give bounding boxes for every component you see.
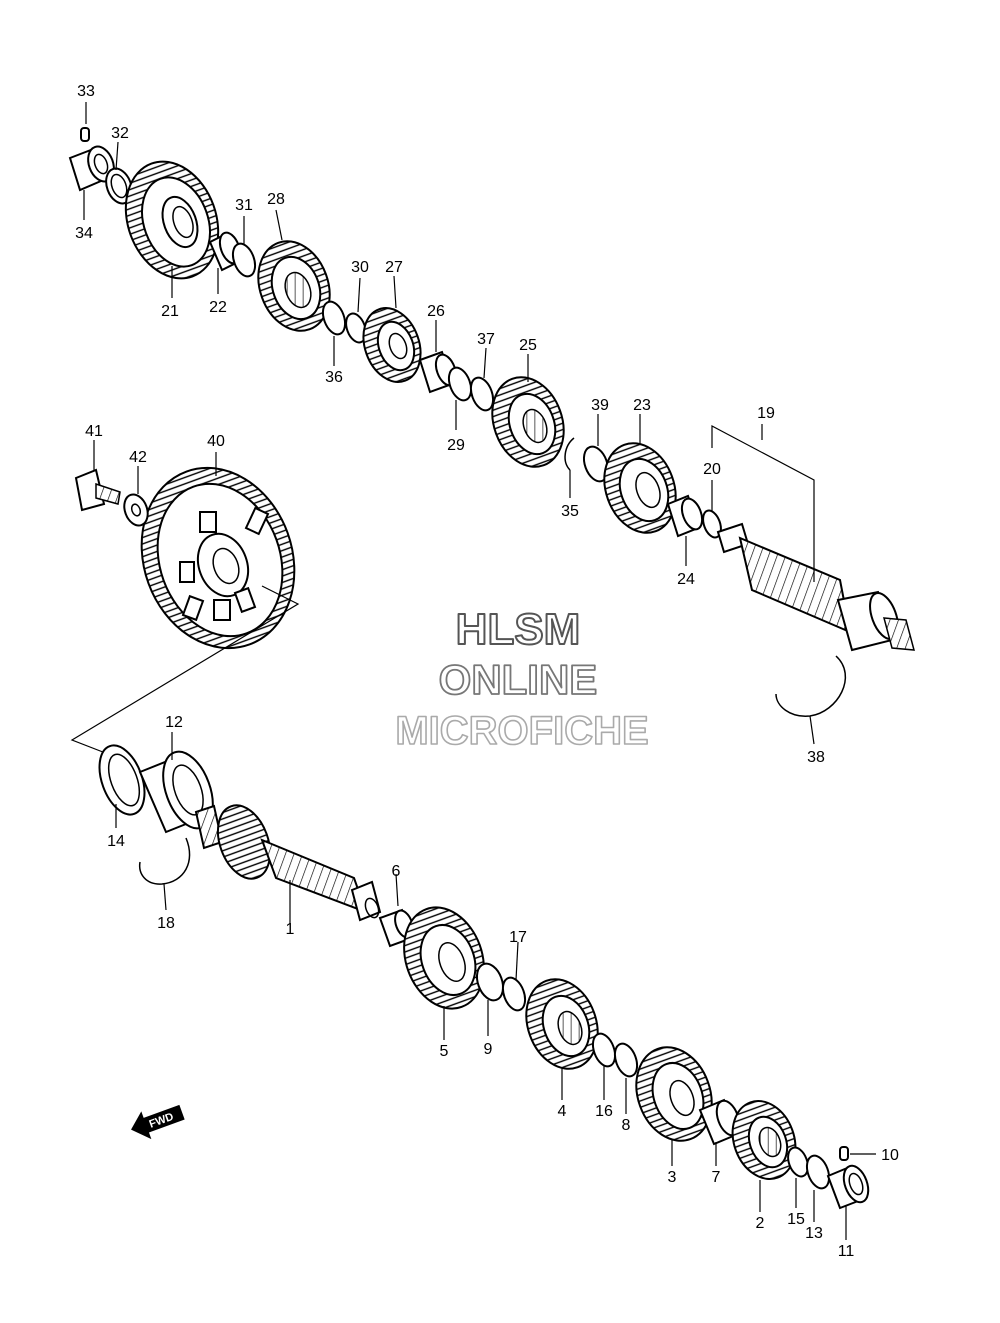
upper-shaft-assembly xyxy=(68,127,916,717)
watermark-line-3: MICROFICHE xyxy=(395,709,648,753)
part-35-circlip[interactable] xyxy=(564,437,575,471)
callout-23[interactable]: 23 xyxy=(633,397,651,414)
callout-34[interactable]: 34 xyxy=(75,225,93,242)
part-41-bolt[interactable] xyxy=(74,468,121,512)
callout-29[interactable]: 29 xyxy=(447,437,465,454)
part-38-circlip[interactable] xyxy=(775,655,847,717)
callout-39[interactable]: 39 xyxy=(591,397,609,414)
part-37-circlip[interactable] xyxy=(467,375,497,414)
callout-21[interactable]: 21 xyxy=(161,303,179,320)
part-39-washer[interactable] xyxy=(580,443,613,484)
callout-2[interactable]: 2 xyxy=(756,1215,765,1232)
part-31-circlip[interactable] xyxy=(229,241,259,280)
part-19-shaft[interactable] xyxy=(716,522,916,652)
watermark-line-2: ONLINE xyxy=(439,656,598,703)
part-36-circlip[interactable] xyxy=(319,299,349,338)
callout-5[interactable]: 5 xyxy=(440,1043,449,1060)
callout-30[interactable]: 30 xyxy=(351,259,369,276)
callout-36[interactable]: 36 xyxy=(325,369,343,386)
part-1-main-shaft[interactable] xyxy=(194,798,382,922)
callout-25[interactable]: 25 xyxy=(519,337,537,354)
callout-38[interactable]: 38 xyxy=(807,749,825,766)
assembly-reference-line xyxy=(70,585,300,755)
callout-15[interactable]: 15 xyxy=(787,1211,805,1228)
part-15-circlip[interactable] xyxy=(784,1145,811,1179)
callout-7[interactable]: 7 xyxy=(712,1169,721,1186)
callout-10[interactable]: 10 xyxy=(881,1147,899,1164)
callout-3[interactable]: 3 xyxy=(668,1169,677,1186)
part-20-washer[interactable] xyxy=(700,508,725,540)
callout-18[interactable]: 18 xyxy=(157,915,175,932)
callout-27[interactable]: 27 xyxy=(385,259,403,276)
callout-numbers: 33 32 34 21 22 31 28 36 30 27 26 29 37 2… xyxy=(75,83,899,1260)
part-2-gear[interactable] xyxy=(722,1092,806,1188)
callout-31[interactable]: 31 xyxy=(235,197,253,214)
callout-14[interactable]: 14 xyxy=(107,833,125,850)
part-18-circlip[interactable] xyxy=(138,837,191,885)
part-5-gear[interactable] xyxy=(391,896,498,1020)
callout-6[interactable]: 6 xyxy=(392,863,401,880)
callout-1[interactable]: 1 xyxy=(286,921,295,938)
part-10-pin[interactable] xyxy=(839,1146,849,1161)
callout-22[interactable]: 22 xyxy=(209,299,227,316)
part-28-gear[interactable] xyxy=(246,231,341,341)
callout-42[interactable]: 42 xyxy=(129,449,147,466)
lower-shaft-assembly xyxy=(91,739,873,1210)
part-42-washer[interactable] xyxy=(120,491,152,529)
callout-13[interactable]: 13 xyxy=(805,1225,823,1242)
callout-26[interactable]: 26 xyxy=(427,303,445,320)
callout-4[interactable]: 4 xyxy=(558,1103,567,1120)
part-12-bearing[interactable] xyxy=(138,745,222,835)
leader-lines xyxy=(83,102,876,1240)
callout-20[interactable]: 20 xyxy=(703,461,721,478)
callout-24[interactable]: 24 xyxy=(677,571,695,588)
callout-33[interactable]: 33 xyxy=(77,83,95,100)
part-29-washer[interactable] xyxy=(445,365,475,404)
callout-9[interactable]: 9 xyxy=(484,1041,493,1058)
callout-12[interactable]: 12 xyxy=(165,714,183,731)
callout-17[interactable]: 17 xyxy=(509,929,527,946)
callout-35[interactable]: 35 xyxy=(561,503,579,520)
part-11-bearing[interactable] xyxy=(826,1162,873,1210)
callout-41[interactable]: 41 xyxy=(85,423,103,440)
callout-40[interactable]: 40 xyxy=(207,433,225,450)
part-27-gear[interactable] xyxy=(354,300,431,390)
callout-16[interactable]: 16 xyxy=(595,1103,613,1120)
part-33-pin[interactable] xyxy=(80,127,90,142)
part-16-circlip[interactable] xyxy=(589,1031,619,1070)
part-25-gear[interactable] xyxy=(480,367,575,477)
part-21-gear[interactable] xyxy=(110,149,234,292)
part-14-oil-seal[interactable] xyxy=(91,739,153,820)
part-40-gear[interactable] xyxy=(117,446,319,670)
callout-32[interactable]: 32 xyxy=(111,125,129,142)
part-17-circlip[interactable] xyxy=(499,975,529,1014)
callout-19[interactable]: 19 xyxy=(757,405,775,422)
fwd-arrow-icon: FWD xyxy=(131,1104,185,1140)
part-24-bushing[interactable] xyxy=(666,494,706,538)
part-13-washer[interactable] xyxy=(803,1153,833,1192)
callout-28[interactable]: 28 xyxy=(267,191,285,208)
part-9-washer[interactable] xyxy=(472,960,508,1004)
part-8-washer[interactable] xyxy=(611,1041,641,1080)
callout-11[interactable]: 11 xyxy=(838,1243,855,1260)
watermark-line-1: HLSM xyxy=(456,605,581,654)
watermark: HLSM ONLINE MICROFICHE xyxy=(395,604,650,754)
callout-37[interactable]: 37 xyxy=(477,331,495,348)
callout-8[interactable]: 8 xyxy=(622,1117,631,1134)
part-4-gear[interactable] xyxy=(514,969,609,1079)
part-23-gear[interactable] xyxy=(592,433,687,543)
part-3-gear[interactable] xyxy=(624,1037,724,1152)
